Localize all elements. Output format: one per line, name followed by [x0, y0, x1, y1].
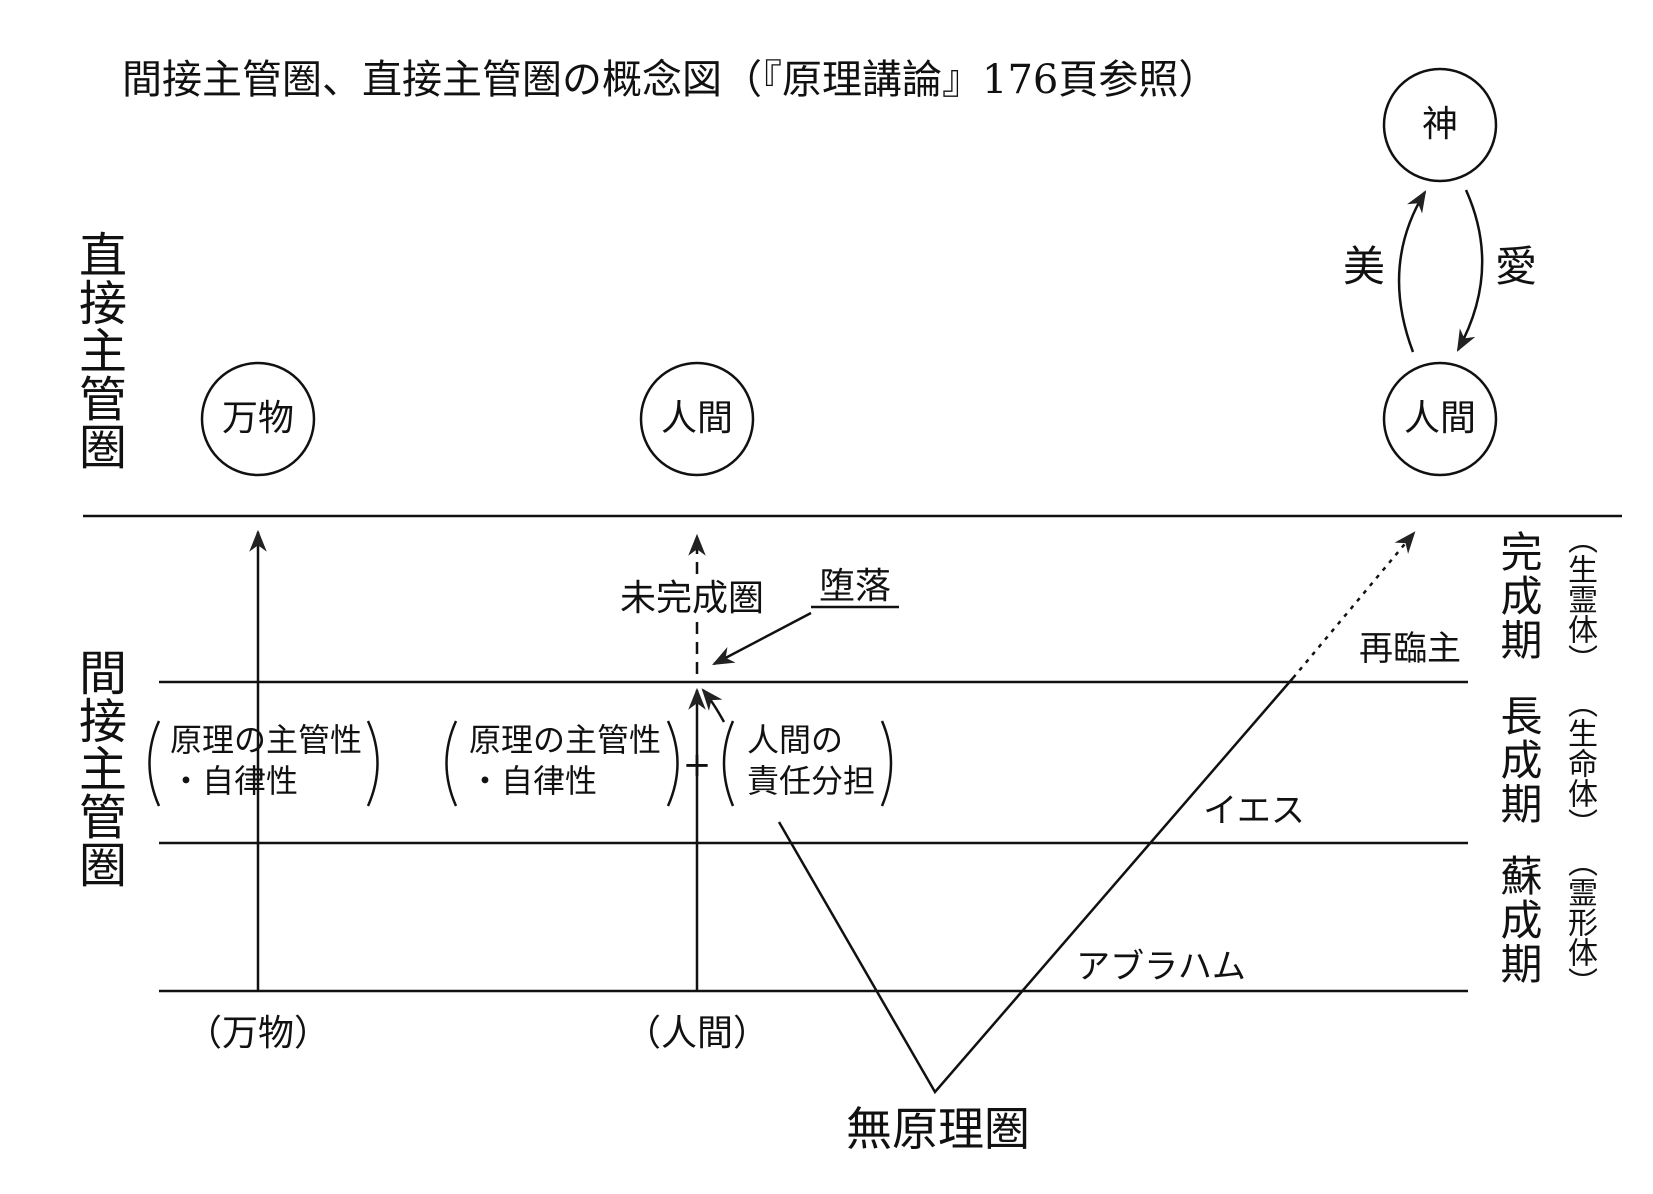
stage-completion-label: 完成期	[1494, 530, 1543, 662]
human-block-left-paren	[445, 720, 458, 807]
beauty-label: 美	[1342, 242, 1386, 291]
indirect-dominion-label: 間接主管圏	[70, 648, 126, 888]
human-responsibility-block: 人間の 責任分担	[747, 720, 875, 802]
stage-formation-body-label: （霊形体）	[1562, 847, 1597, 997]
circle-god	[1382, 67, 1498, 183]
non-principle-zone-label: 無原理圏	[846, 1102, 1030, 1156]
plus-sign: +	[682, 745, 712, 785]
responsibility-block-left-paren	[722, 720, 735, 807]
human-responsibility-line-1: 人間の	[747, 721, 844, 759]
things-principle-line-1: 原理の主管性	[170, 721, 363, 759]
human-bottom-label: （人間）	[624, 1013, 770, 1054]
second-advent-label: 再臨主	[1359, 629, 1461, 669]
human-principle-line-2: ・自律性	[469, 762, 598, 800]
things-bottom-label: （万物）	[185, 1013, 331, 1054]
god-node-label: 神	[1421, 104, 1459, 145]
human-node-label: 人間	[660, 398, 734, 439]
things-principle-line-2: ・自律性	[170, 762, 299, 800]
things-principle-block: 原理の主管性 ・自律性	[170, 720, 362, 802]
stage-growth-body-label: （生命体）	[1562, 688, 1597, 838]
human-perfected-node-label: 人間	[1403, 398, 1477, 439]
human-responsibility-line-2: 責任分担	[747, 762, 876, 800]
fall-label: 堕落	[818, 566, 892, 607]
stage-formation-label: 蘇成期	[1494, 854, 1543, 986]
circle-things	[200, 361, 316, 477]
circle-human	[639, 361, 755, 477]
stage-completion-body-label: （生霊体）	[1562, 524, 1597, 674]
human-principle-line-1: 原理の主管性	[469, 721, 662, 759]
diagram-title: 間接主管圏、直接主管圏の概念図（『原理講論』176頁参照）	[122, 57, 1219, 103]
restoration-path-line	[777, 677, 1294, 1095]
incomplete-zone-label: 未完成圏	[619, 578, 765, 619]
love-arrow	[1456, 189, 1484, 352]
stage-growth-label: 長成期	[1494, 694, 1543, 826]
jesus-label: イエス	[1203, 791, 1305, 831]
responsibility-arrow	[701, 688, 726, 723]
love-label: 愛	[1494, 242, 1538, 291]
circle-human-perfected	[1382, 361, 1498, 477]
fall-arrow	[712, 611, 812, 666]
beauty-arrow	[1397, 190, 1427, 353]
things-block-left-paren	[148, 720, 161, 807]
human-block-right-paren	[666, 720, 679, 807]
things-block-right-paren	[366, 720, 379, 807]
things-node-label: 万物	[221, 398, 295, 439]
abraham-label: アブラハム	[1076, 947, 1246, 987]
restoration-dotted-arrow	[1292, 531, 1416, 679]
human-principle-block: 原理の主管性 ・自律性	[469, 720, 661, 802]
responsibility-block-right-paren	[880, 720, 893, 807]
direct-dominion-label: 直接主管圏	[70, 230, 126, 470]
